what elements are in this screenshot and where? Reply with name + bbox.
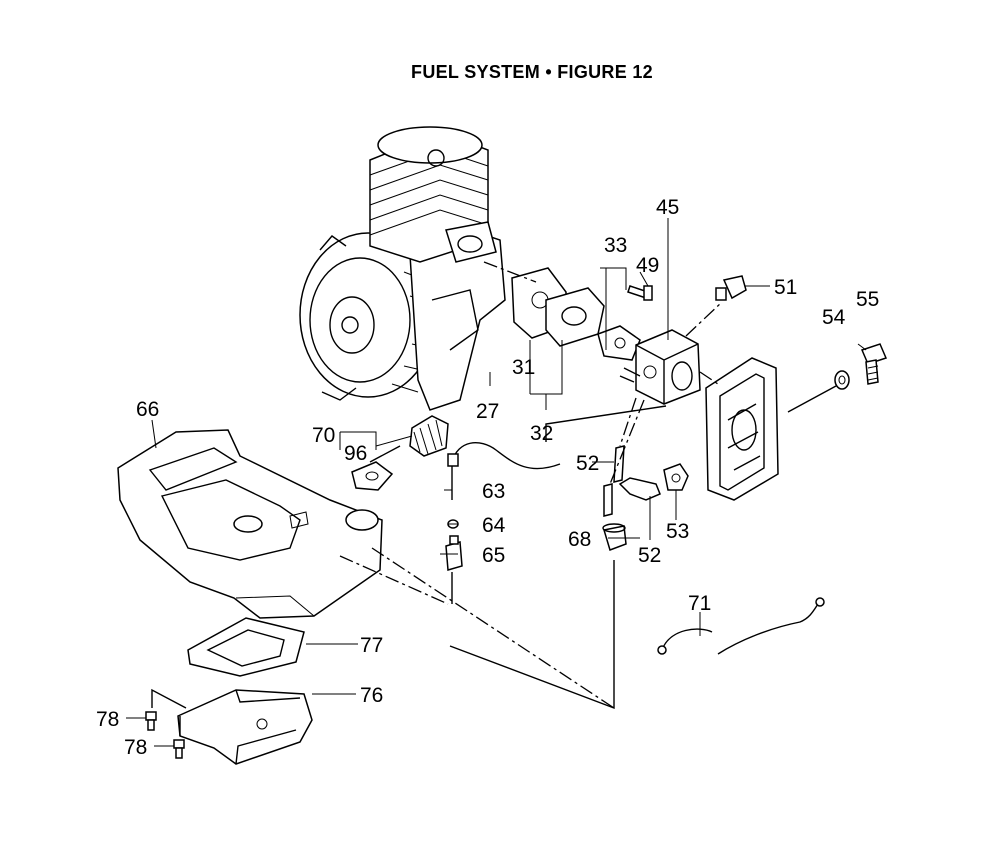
bolt-78-upper	[145, 711, 157, 731]
fuel-pipe-63	[447, 442, 561, 500]
cable-71	[657, 597, 825, 655]
callout-68: 68	[568, 528, 591, 551]
callout-64: 64	[482, 514, 506, 537]
bracket-76	[177, 689, 313, 765]
callout-leaders	[126, 218, 867, 747]
callout-96: 96	[344, 442, 367, 465]
engine-assembly	[299, 126, 506, 411]
callout-53: 53	[666, 520, 689, 543]
callout-65: 65	[482, 544, 505, 567]
screw-49	[627, 285, 653, 301]
callout-70: 70	[312, 424, 335, 447]
callout-49: 49	[636, 254, 659, 277]
carburetor-45	[619, 301, 723, 405]
callout-45: 45	[656, 196, 679, 219]
callout-32: 32	[530, 422, 553, 445]
fuel-hose-52	[603, 445, 661, 517]
callout-78-lower: 78	[124, 736, 147, 759]
bolt-78-lower	[173, 739, 185, 759]
grommet-68	[602, 523, 627, 551]
callout-76: 76	[360, 684, 383, 707]
callout-31: 31	[512, 356, 535, 379]
gasket-96	[351, 461, 394, 491]
callout-52-upper: 52	[576, 452, 599, 475]
callout-71: 71	[688, 592, 711, 615]
callout-27: 27	[476, 400, 499, 423]
callout-78-upper: 78	[96, 708, 119, 731]
callout-33: 33	[604, 234, 627, 257]
fuel-cap-70	[409, 415, 449, 457]
callout-77: 77	[360, 634, 383, 657]
callout-54: 54	[822, 306, 846, 329]
nut-53	[663, 463, 689, 491]
washer-54	[834, 370, 850, 390]
cushion-77	[187, 617, 305, 677]
figure-title: FUEL SYSTEM • FIGURE 12	[411, 62, 653, 82]
bolt-55	[860, 343, 888, 385]
callout-52-lower: 52	[638, 544, 661, 567]
callout-51: 51	[774, 276, 797, 299]
gasket-33	[597, 325, 641, 361]
knob-51	[715, 275, 747, 301]
fuel-tank-66	[117, 429, 383, 619]
filter-65	[445, 535, 463, 571]
part-callouts: 45 33 49 51 54 55 31 27 32 66 70 96 52 6…	[96, 196, 879, 759]
callout-66: 66	[136, 398, 159, 421]
callout-63: 63	[482, 480, 505, 503]
air-cleaner	[699, 357, 779, 501]
callout-55: 55	[856, 288, 879, 311]
